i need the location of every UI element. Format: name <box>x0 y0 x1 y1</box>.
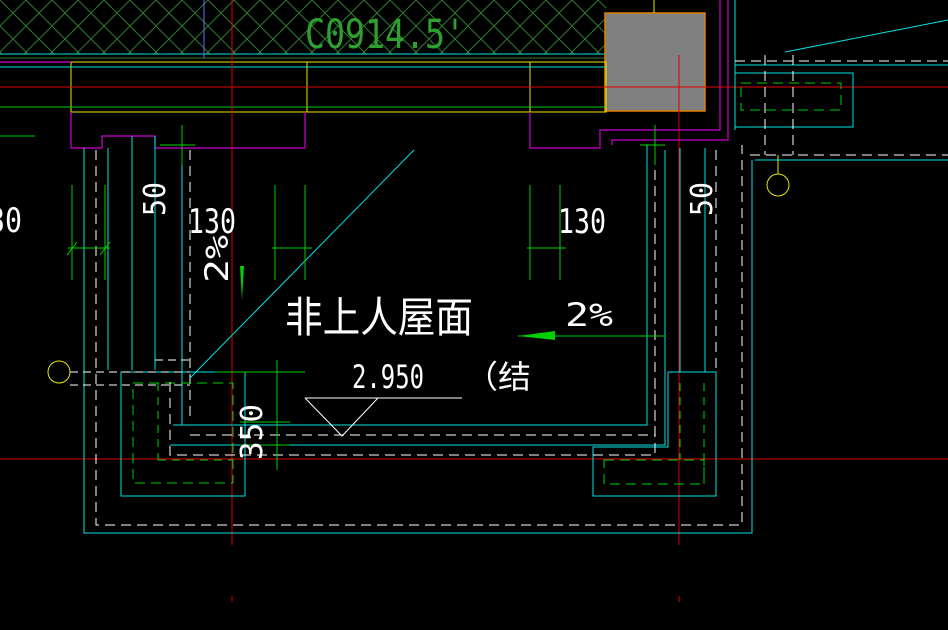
reference-lines <box>0 0 948 602</box>
wall-outline-magenta <box>0 0 729 149</box>
elevation-note: （结 <box>465 358 531 396</box>
slope-left-label: 2% <box>198 235 236 283</box>
column-block <box>604 12 706 112</box>
slope-arrow-left <box>240 266 244 300</box>
dimension-50-right: 50 <box>685 182 720 216</box>
room-label: 非上人屋面 <box>285 293 473 342</box>
elevation-symbol <box>304 397 462 437</box>
dimension-130-left: 130 <box>188 202 236 242</box>
dimension-partial-left: 30 <box>0 201 22 241</box>
slope-arrow-right <box>518 331 555 340</box>
elevation-value: 2.950 <box>352 358 424 396</box>
dimension-marks <box>66 125 665 470</box>
dimension-50-left: 50 <box>138 182 173 216</box>
window-hatch-band <box>0 0 606 59</box>
dimension-130-right: 130 <box>558 202 606 242</box>
slope-right-label: 2% <box>565 296 613 334</box>
dimension-350: 350 <box>235 404 270 460</box>
right-detail <box>734 0 948 197</box>
window-label: C0914.5' <box>305 12 465 58</box>
room-outline <box>47 136 753 534</box>
